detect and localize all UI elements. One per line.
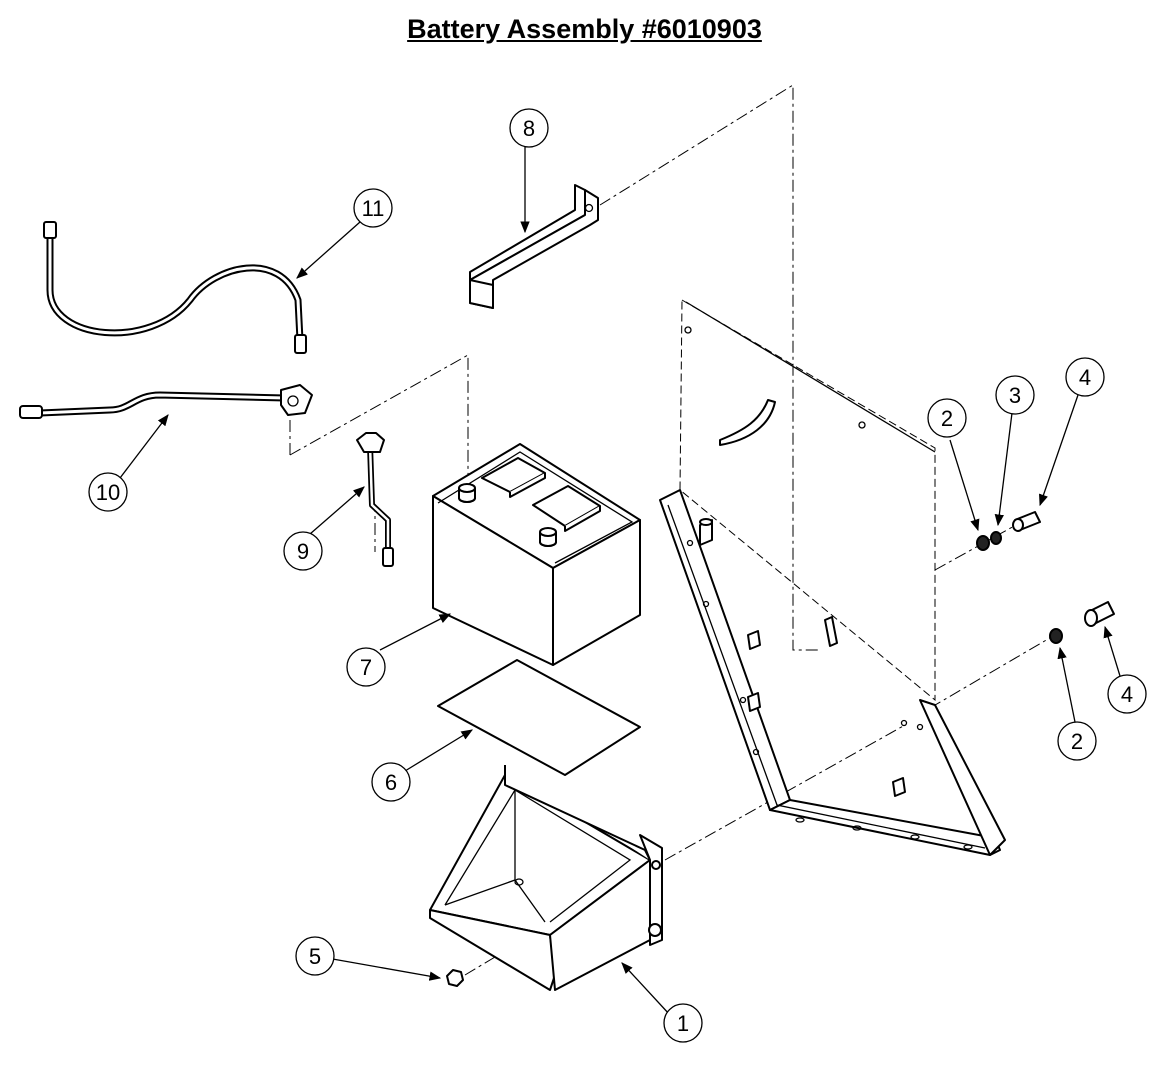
callout-bubble-4-lower: 4 (1107, 674, 1147, 714)
callout-bubble-10: 10 (88, 472, 128, 512)
part-8-bracket (469, 184, 599, 309)
mounting-plate (659, 299, 1006, 856)
callout-label: 4 (1079, 365, 1091, 390)
callout-bubble-4-upper: 4 (1065, 357, 1105, 397)
callout-bubble-1: 1 (663, 1003, 703, 1043)
hardware-upper (976, 511, 1041, 551)
callout-label: 10 (96, 480, 120, 505)
part-1-tray (429, 765, 663, 991)
callout-bubble-6: 6 (371, 762, 411, 802)
part-10-cable (19, 384, 313, 419)
callout-bubble-7: 7 (346, 647, 386, 687)
callout-bubble-2-upper: 2 (927, 398, 967, 438)
callout-bubble-3: 3 (995, 375, 1035, 415)
callout-label: 1 (677, 1011, 689, 1036)
callout-label: 8 (523, 116, 535, 141)
part-11-cable (43, 221, 307, 354)
callout-label: 3 (1009, 383, 1021, 408)
callout-label: 4 (1121, 682, 1133, 707)
callout-label: 5 (309, 944, 321, 969)
callout-bubbles: 8 11 10 9 7 6 5 1 (88, 108, 1147, 1043)
callout-bubble-11: 11 (353, 188, 393, 228)
callout-bubble-9: 9 (283, 531, 323, 571)
callout-label: 7 (360, 655, 372, 680)
page-title: Battery Assembly #6010903 (407, 14, 762, 44)
callout-bubble-8: 8 (509, 108, 549, 148)
part-9-strap (356, 432, 394, 567)
leader-lines (119, 146, 1121, 1016)
callout-bubble-2-lower: 2 (1057, 721, 1097, 761)
callout-label: 9 (297, 539, 309, 564)
hardware-lower (1049, 601, 1115, 644)
callout-label: 11 (362, 196, 385, 221)
callout-label: 2 (941, 406, 953, 431)
callout-label: 6 (385, 770, 397, 795)
callout-bubble-5: 5 (295, 936, 335, 976)
callout-label: 2 (1071, 729, 1083, 754)
part-5-nut (446, 969, 464, 987)
part-6-pad (437, 659, 641, 776)
part-7-battery (432, 443, 641, 666)
